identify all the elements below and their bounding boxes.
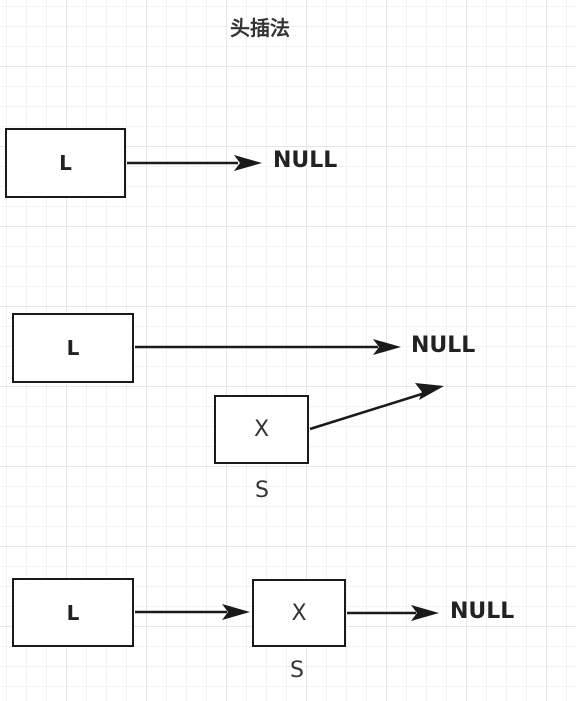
- d1-null-label: NULL: [273, 148, 338, 173]
- d2-head-node: L: [12, 313, 134, 383]
- d3-arrowhead-1: [222, 604, 250, 620]
- d3-head-label: L: [66, 600, 80, 625]
- diagram-title: 头插法: [230, 16, 290, 40]
- d2-arrow-new-node-next: [309, 391, 426, 431]
- d3-node-caption: S: [290, 658, 304, 683]
- d1-head-node: L: [5, 128, 126, 198]
- d3-head-node: L: [12, 578, 134, 647]
- d2-new-node-label: X: [253, 417, 270, 442]
- d3-arrowhead-2: [411, 605, 439, 621]
- d2-null-label: NULL: [411, 333, 476, 358]
- d1-head-label: L: [59, 151, 72, 175]
- d2-arrowhead: [373, 339, 401, 355]
- d2-head-label: L: [66, 336, 80, 360]
- d3-node: X: [252, 579, 346, 647]
- d3-null-label: NULL: [450, 599, 515, 624]
- d2-new-node-arrowhead: [415, 383, 444, 400]
- d1-arrowhead: [234, 155, 262, 171]
- d2-new-node: X: [214, 395, 309, 464]
- d2-new-node-caption: S: [255, 478, 269, 503]
- d3-node-label: X: [291, 600, 307, 626]
